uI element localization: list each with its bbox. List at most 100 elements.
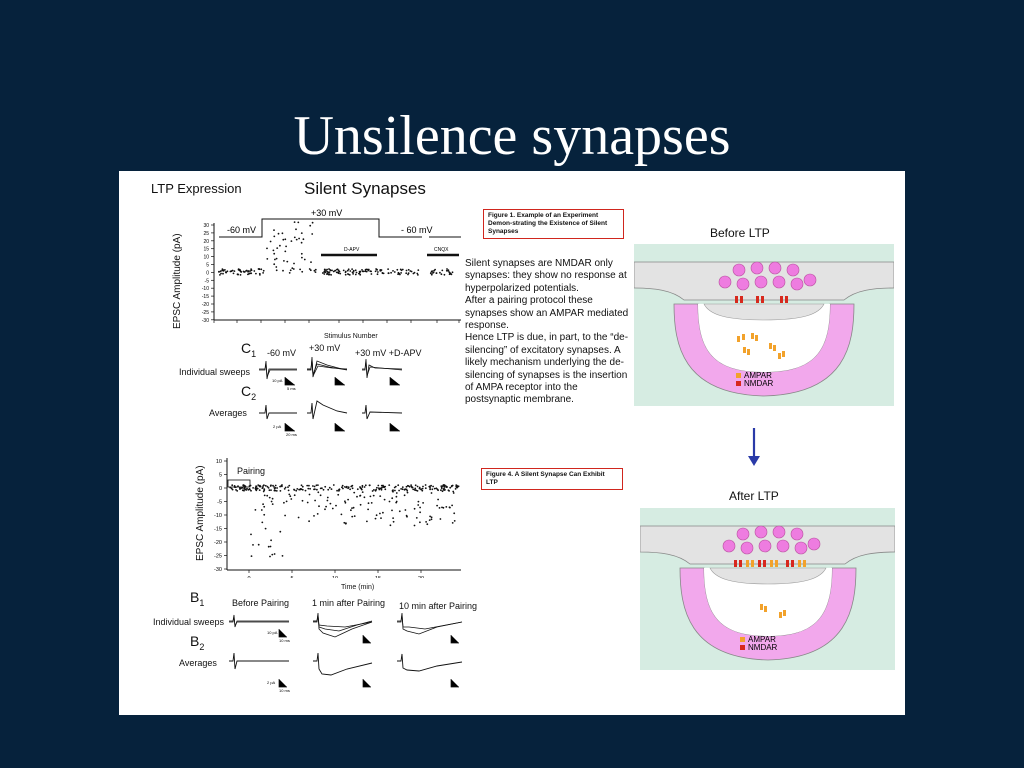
bottom-scatter-point <box>395 501 398 504</box>
top-scatter-point <box>255 272 257 275</box>
top-y-tick-label: 15 <box>203 247 209 253</box>
top-scatter-point <box>311 221 314 224</box>
bottom-scatter-point <box>376 486 378 489</box>
top-scatter-point <box>405 272 408 275</box>
bottom-scatter-point <box>271 497 274 500</box>
bottom-scatter-point <box>388 484 391 486</box>
top-scatter-point <box>439 271 441 274</box>
top-scatter-point <box>324 271 327 274</box>
bottom-scatter-point <box>308 484 310 487</box>
top-scatter-point <box>231 269 234 272</box>
bottom-scatter-point <box>351 485 354 487</box>
top-scatter-point <box>262 269 265 272</box>
bottom-scatter-point <box>437 489 439 492</box>
bottom-scatter-point <box>252 487 254 489</box>
bottom-scatter-point <box>368 484 371 487</box>
bottom-scatter-point <box>442 506 445 509</box>
top-scatter-point <box>361 269 363 271</box>
bottom-scatter-point <box>252 544 254 546</box>
bottom-scatter-point <box>270 539 272 542</box>
top-scatter-point <box>286 260 289 263</box>
bottom-scatter-point <box>267 545 270 548</box>
bottom-scatter-point <box>414 484 417 487</box>
top-scatter-point <box>290 240 293 242</box>
top-scatter-point <box>323 273 326 275</box>
top-scatter-point <box>351 271 354 274</box>
bottom-scatter-point <box>391 509 393 512</box>
top-y-tick-label: 10 <box>203 255 209 261</box>
figure1-caption: Figure 1. Example of an Experiment Demon… <box>483 209 624 239</box>
top-scatter-point <box>337 271 340 274</box>
bottom-scatter-point <box>313 485 316 488</box>
bottom-scatter-point <box>432 485 434 488</box>
legend-ampar-swatch-after <box>740 637 745 642</box>
top-scatter-point <box>275 266 278 268</box>
top-scatter-point <box>308 268 311 270</box>
bottom-scatter-point <box>422 485 424 488</box>
bottom-scatter-point <box>419 511 421 514</box>
b-col-10min: 10 min after Pairing <box>399 601 478 611</box>
top-scatter-point <box>374 270 377 273</box>
bottom-scatter-point <box>255 485 257 487</box>
description-para-3: Hence LTP is due, in part, to the “de-si… <box>465 332 629 406</box>
top-scatter-point <box>281 232 284 235</box>
c1-sweep-dapv <box>362 358 403 379</box>
bottom-scatter-point <box>330 488 333 490</box>
bottom-scatter-point <box>359 503 362 506</box>
bottom-scatter-point <box>341 484 344 487</box>
bottom-scatter-point <box>404 509 407 511</box>
bottom-scatter-point <box>451 504 453 507</box>
top-scatter-point <box>260 268 263 271</box>
dapv-label: D-APV <box>344 247 360 253</box>
top-scatter-point <box>219 270 222 273</box>
top-scatter-point <box>272 249 275 252</box>
top-scatter-point <box>431 272 434 274</box>
bottom-scatter-point <box>397 484 400 487</box>
bottom-scatter-point <box>269 545 272 548</box>
top-scatter-point <box>412 272 415 275</box>
b-col-1min: 1 min after Pairing <box>312 598 386 608</box>
ltp-expression-header: LTP Expression <box>151 181 242 196</box>
bottom-scatter-point <box>266 485 269 488</box>
pairing-box <box>227 479 251 488</box>
voltage-step-line <box>219 218 422 238</box>
spine-interior <box>698 304 830 372</box>
bottom-scatter-point <box>273 553 276 555</box>
top-scatter-point <box>329 269 332 272</box>
bottom-scatter-point <box>293 494 296 497</box>
top-scatter-point <box>334 270 336 272</box>
top-y-tick-label: 20 <box>203 239 209 245</box>
bottom-scatter-point <box>281 555 284 557</box>
top-scatter-point <box>335 271 338 274</box>
bottom-scatter-point <box>435 487 438 490</box>
bottom-scatter-point <box>424 484 427 486</box>
bottom-scatter-point <box>308 493 311 496</box>
bottom-scatter-point <box>328 486 331 489</box>
top-scatter-point <box>377 271 379 273</box>
bottom-scatter-point <box>257 543 260 546</box>
top-scatter-point <box>273 263 276 266</box>
bottom-x-tick-label: 20 <box>418 576 424 578</box>
bottom-scatter-point <box>351 487 354 490</box>
bottom-scatter-point <box>398 510 401 513</box>
bottom-scatter-point <box>411 486 413 489</box>
bottom-scatter-point <box>246 487 248 490</box>
bottom-scatter-point <box>269 555 271 558</box>
top-scatter-point <box>240 271 243 273</box>
bottom-scatter-point <box>297 516 300 519</box>
top-scatter-point <box>354 269 357 272</box>
bottom-scatter-point <box>453 512 456 515</box>
bottom-scatter-point <box>268 489 271 492</box>
top-scatter-point <box>344 273 347 276</box>
top-scatter-point <box>273 235 276 238</box>
bottom-scatter-point <box>448 506 451 509</box>
top-scatter-point <box>289 269 292 272</box>
top-scatter-point <box>409 270 412 272</box>
bottom-scatter-point <box>233 485 236 487</box>
bottom-scatter-point <box>416 485 419 488</box>
bottom-x-tick-label: 10 <box>332 576 338 578</box>
bottom-scatter-point <box>428 519 431 521</box>
top-scatter-point <box>247 270 250 272</box>
top-scatter-point <box>230 270 233 272</box>
